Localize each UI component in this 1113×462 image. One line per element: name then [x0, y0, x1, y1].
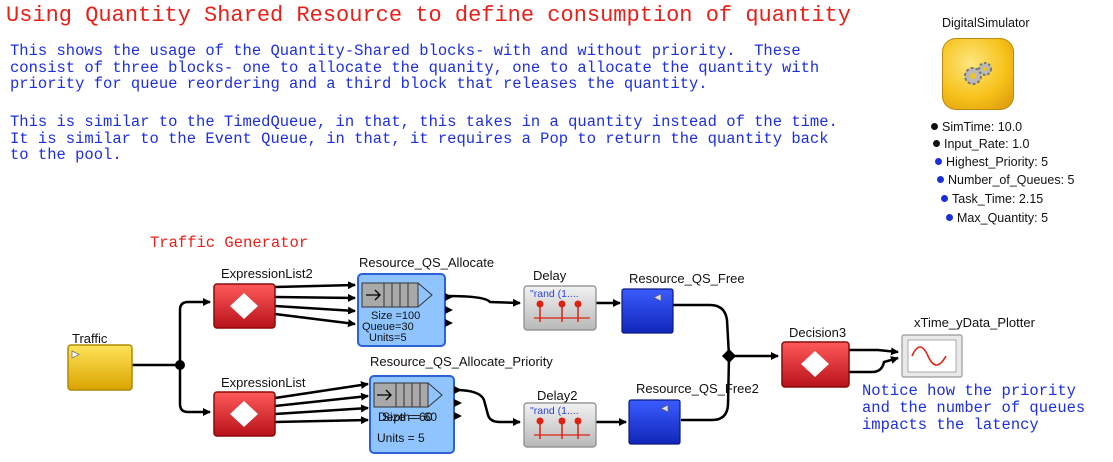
allocate-size: Size =100	[371, 310, 421, 322]
wire	[274, 416, 369, 425]
resource-qs-allocate-priority-block[interactable]	[369, 375, 462, 454]
delay2-expression: "rand (1....	[530, 405, 579, 417]
wire	[274, 312, 356, 328]
description-line: It is similar to the Event Queue, in tha…	[10, 129, 829, 148]
wire	[274, 381, 369, 400]
resource-qs-free2-label: Resource_QS_Free2	[636, 381, 759, 396]
sim-param: Highest_Priority: 5	[935, 155, 1048, 169]
allocate-units: Units=5	[369, 332, 407, 344]
wire	[446, 294, 521, 307]
resource-qs-allocate-block[interactable]	[357, 273, 453, 347]
plotter-block[interactable]	[901, 334, 963, 378]
traffic-block[interactable]	[67, 344, 133, 391]
sim-param: Max_Quantity: 5	[946, 211, 1048, 225]
resource-qs-free-label: Resource_QS_Free	[629, 271, 745, 286]
allocate-queue: Queue=30	[362, 321, 414, 333]
sim-param: Input_Rate: 1.0	[933, 137, 1029, 151]
note-line: impacts the latency	[862, 416, 1039, 434]
description-line: This shows the usage of the Quantity-Sha…	[10, 42, 801, 60]
simulator-title: DigitalSimulator	[942, 16, 1030, 30]
description-line: priority for queue reordering and a thir…	[10, 75, 708, 93]
decision3-block[interactable]	[781, 341, 850, 388]
wire	[849, 347, 899, 356]
resource-qs-allocate-label: Resource_QS_Allocate	[359, 255, 495, 270]
allocate-priority-units: Units = 5	[377, 431, 425, 445]
sim-param: Task_Time: 2.15	[941, 192, 1043, 206]
note-line: and the number of queues	[862, 399, 1086, 417]
decision3-label: Decision3	[789, 325, 847, 340]
delay-expression: "rand (1....	[530, 288, 579, 300]
wire	[454, 388, 521, 426]
traffic-generator-label: Traffic Generator	[150, 234, 309, 252]
description-line: to the pool.	[10, 146, 122, 164]
wire	[681, 355, 731, 422]
wire	[274, 293, 356, 302]
description-line: consist of three blocks- one to allocate…	[10, 58, 820, 77]
wire	[849, 356, 899, 374]
sim-param: SimTime: 10.0	[931, 120, 1022, 134]
traffic-label: Traffic	[72, 331, 108, 346]
wire	[274, 404, 369, 416]
allocate-priority-depth: Depth = 60	[378, 410, 438, 424]
wire	[274, 304, 356, 315]
simulator-block[interactable]	[942, 38, 1014, 110]
delay-label: Delay	[533, 268, 567, 283]
note-line: Notice how the priority	[862, 382, 1076, 400]
expression-list2-block[interactable]	[213, 283, 276, 329]
latency-note: Notice how the priority and the number o…	[862, 383, 1085, 434]
resource-qs-free-block[interactable]	[621, 288, 674, 334]
plotter-label: xTime_yData_Plotter	[914, 315, 1035, 330]
junction-dot	[721, 348, 737, 364]
page-title: Using Quantity Shared Resource to define…	[6, 3, 851, 28]
description-line: This is similar to the TimedQueue, in th…	[10, 113, 838, 131]
resource-qs-allocate-priority-label: Resource_QS_Allocate_Priority	[370, 354, 553, 369]
delay-block[interactable]	[523, 285, 597, 331]
allocate-priority-size: Size = 60	[382, 410, 433, 424]
sim-param: Number_of_Queues: 5	[937, 173, 1074, 187]
wire	[178, 298, 211, 365]
expression-list-block[interactable]	[213, 391, 276, 437]
expression-list2-label: ExpressionList2	[221, 266, 313, 281]
wire	[673, 303, 731, 357]
wire	[274, 392, 369, 408]
delay2-label: Delay2	[537, 388, 578, 403]
resource-qs-free2-block[interactable]	[628, 399, 681, 445]
wire	[178, 365, 211, 416]
junction-dot	[175, 360, 185, 370]
expression-list-label: ExpressionList	[221, 375, 306, 390]
wire	[274, 281, 356, 290]
gears-icon	[964, 62, 992, 85]
delay2-block[interactable]	[523, 402, 597, 448]
